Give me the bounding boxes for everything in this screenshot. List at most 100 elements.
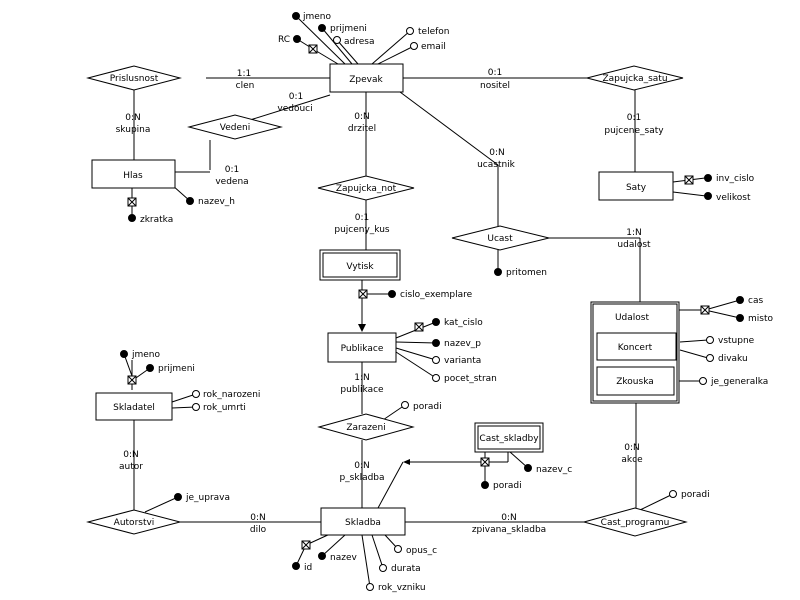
attr-marker-divaku <box>706 354 714 362</box>
entity-zkouska[interactable]: Zkouska <box>596 366 675 396</box>
attr-inv-cislo: inv_cislo <box>716 174 755 184</box>
attr-marker-kat-cislo <box>432 318 440 326</box>
attr-divaku: divaku <box>718 354 748 364</box>
relationship-zapujcka-satu-label: Zapujcka_satu <box>602 74 667 84</box>
attr-zkratka: zkratka <box>140 215 173 225</box>
attr-marker-nazev-p <box>432 339 440 347</box>
clen-role: clen <box>236 81 255 91</box>
drzitel-role: drzitel <box>348 124 376 134</box>
attr-durata: durata <box>391 564 421 574</box>
relationship-zapujcka-not[interactable]: Zapujcka_not <box>317 175 415 201</box>
attr-marker-opus-c <box>394 545 402 553</box>
relationship-zarazeni-label: Zarazeni <box>346 423 385 433</box>
attr-marker-je-uprava <box>174 493 182 501</box>
attr-varianta: varianta <box>444 356 481 366</box>
vedouci-cardinality: 0:1 <box>289 92 303 102</box>
attr-marker-rc <box>293 35 301 43</box>
relationship-ucast-label: Ucast <box>487 234 513 244</box>
relationship-autorstvi[interactable]: Autorstvi <box>86 509 182 535</box>
edge-zpevak-ucast-a <box>399 91 499 166</box>
entity-skladba[interactable]: Skladba <box>320 507 406 536</box>
attr-nazev-h: nazev_h <box>198 197 235 207</box>
relationship-zarazeni[interactable]: Zarazeni <box>317 413 415 441</box>
autor-cardinality: 0:N <box>123 450 139 460</box>
attr-marker-durata <box>379 564 387 572</box>
key-marker-skladatel <box>127 375 137 385</box>
key-marker-udalost <box>700 305 710 315</box>
attr-vstupne: vstupne <box>718 336 755 346</box>
attr-cislo-exemplare: cislo_exemplare <box>400 290 473 300</box>
akce-role: akce <box>621 455 643 465</box>
drzitel-cardinality: 0:N <box>354 112 370 122</box>
key-marker-vytisk <box>358 289 368 299</box>
entity-skladba-label: Skladba <box>345 518 381 528</box>
key-marker-cast-skladby <box>480 457 490 467</box>
vedena-cardinality: 0:1 <box>225 165 239 175</box>
attr-marker-prijmeni <box>318 24 326 32</box>
attr-marker-rok-narozeni <box>192 390 200 398</box>
autor-role: autor <box>119 462 143 472</box>
entity-udalost[interactable]: Udalost Koncert Zkouska <box>590 301 680 404</box>
attr-marker-telefon <box>406 27 414 35</box>
relationship-cast-programu[interactable]: Cast_programu <box>582 507 688 537</box>
attr-s-prijmeni: prijmeni <box>158 364 195 374</box>
attr-marker-nazev-c <box>524 464 532 472</box>
relationship-prislusnost[interactable]: Prislusnost <box>86 65 182 91</box>
attr-marker-poradi-programu <box>669 490 677 498</box>
entity-zpevak-label: Zpevak <box>349 75 383 85</box>
key-marker-zpevak <box>308 44 318 54</box>
entity-publikace[interactable]: Publikace <box>327 332 397 363</box>
publikace-cardinality: 1:N <box>354 373 370 383</box>
nositel-role: nositel <box>480 81 510 91</box>
entity-cast-skladby[interactable]: Cast_skladby <box>474 422 544 453</box>
attr-adresa: adresa <box>344 37 374 47</box>
attr-pritomen: pritomen <box>506 268 547 278</box>
relationship-zapujcka-satu[interactable]: Zapujcka_satu <box>586 65 684 91</box>
pujceny-role: pujceny_kus <box>334 225 390 235</box>
entity-cast-skladby-label: Cast_skladby <box>479 434 539 444</box>
relationship-ucast[interactable]: Ucast <box>451 225 550 251</box>
entity-zpevak[interactable]: Zpevak <box>329 63 404 93</box>
attr-marker-vstupne <box>706 336 714 344</box>
vedena-role: vedena <box>215 177 248 187</box>
attr-marker-s-prijmeni <box>146 364 154 372</box>
attr-email: email <box>421 42 446 52</box>
attr-nazev-p: nazev_p <box>444 339 481 349</box>
clen-cardinality: 1:1 <box>237 69 251 79</box>
attr-rok-vzniku: rok_vzniku <box>378 583 426 593</box>
entity-koncert-label: Koncert <box>618 343 653 353</box>
attr-kat-cislo: kat_cislo <box>444 318 483 328</box>
zpivana-role: zpivana_skladba <box>472 525 546 535</box>
dilo-cardinality: 0:N <box>250 513 266 523</box>
edge-vedeni-zpevak <box>249 94 331 121</box>
entity-saty[interactable]: Saty <box>598 171 674 201</box>
entity-skladatel[interactable]: Skladatel <box>95 392 173 421</box>
attr-marker-email <box>410 42 418 50</box>
attr-marker-adresa <box>333 36 341 44</box>
edge-cast-skladby-skladba <box>377 461 404 509</box>
entity-vytisk[interactable]: Vytisk <box>319 249 401 281</box>
attr-jmeno: jmeno <box>302 12 332 22</box>
attr-je-uprava: je_uprava <box>185 493 230 503</box>
attr-marker-misto <box>736 314 744 322</box>
attr-marker-nazev-h <box>186 197 194 205</box>
attr-cas: cas <box>748 296 763 306</box>
attr-s-jmeno: jmeno <box>131 350 161 360</box>
entity-zkouska-label: Zkouska <box>616 377 654 387</box>
akce-cardinality: 0:N <box>624 443 640 453</box>
zpivana-cardinality: 0:N <box>501 513 517 523</box>
attr-rok-narozeni: rok_narozeni <box>203 390 260 400</box>
publikace-role: publikace <box>340 385 384 395</box>
skupina-cardinality: 0:N <box>125 113 141 123</box>
skupina-role: skupina <box>116 125 151 135</box>
isa-arrow-vytisk <box>358 324 366 332</box>
entity-hlas[interactable]: Hlas <box>91 159 176 189</box>
entity-koncert[interactable]: Koncert <box>596 332 677 361</box>
attr-marker-cas <box>736 296 744 304</box>
attr-marker-varianta <box>432 356 440 364</box>
relationship-vedeni[interactable]: Vedeni <box>187 114 283 140</box>
p-skladba-role: p_skladba <box>339 473 384 483</box>
attr-marker-je-generalka <box>699 377 707 385</box>
attr-marker-id <box>292 562 300 570</box>
